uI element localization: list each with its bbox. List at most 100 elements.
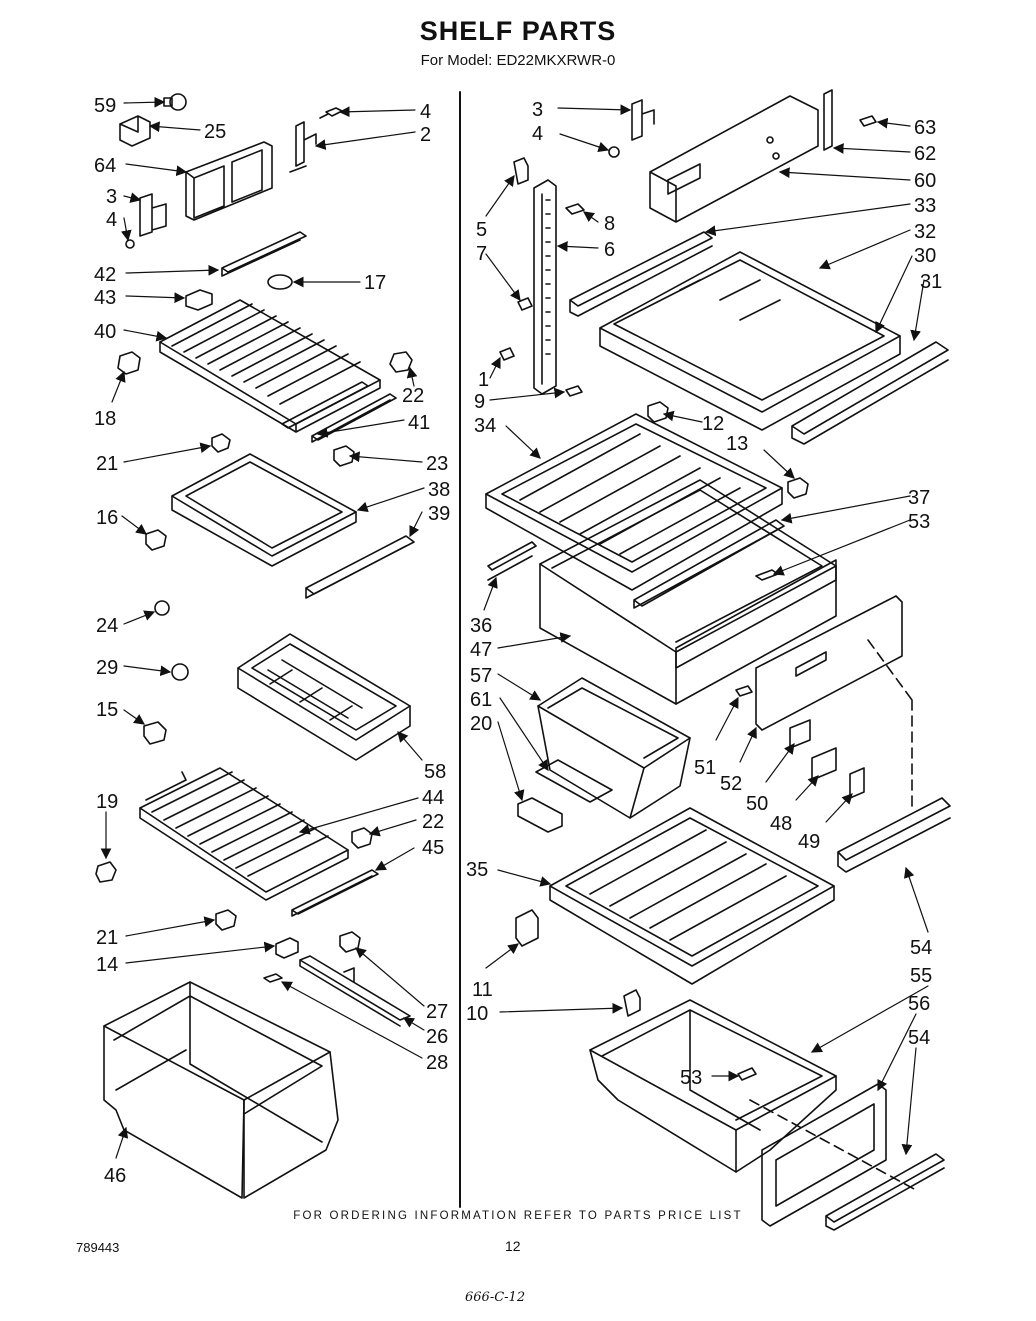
- page-title: SHELF PARTS: [419, 16, 617, 46]
- part-19: [95, 861, 117, 883]
- part-24: [154, 600, 170, 616]
- drawer-47: [539, 479, 837, 705]
- part-label: 20: [470, 713, 492, 735]
- part-label: 22: [402, 385, 424, 407]
- part-label: 22: [422, 811, 444, 833]
- part-label: 21: [96, 927, 118, 949]
- part-29: [171, 663, 189, 681]
- left-column-parts: [95, 93, 415, 1199]
- screw-left: [125, 239, 135, 249]
- clip-5: [513, 157, 529, 185]
- part-label: 29: [96, 657, 118, 679]
- part-label: 54: [908, 1027, 930, 1049]
- part-48: [811, 747, 837, 781]
- part-label: 38: [428, 479, 450, 501]
- part-label: 33: [914, 195, 936, 217]
- part-label: 42: [94, 264, 116, 286]
- wire-shelf-lower: [139, 767, 349, 901]
- part-13: [787, 477, 809, 499]
- ice-tray: [237, 633, 411, 761]
- wire-shelf-upper: [159, 299, 381, 433]
- part-label: 18: [94, 408, 116, 430]
- light-socket: [119, 115, 151, 147]
- part-label: 25: [204, 121, 226, 143]
- part-label: 64: [94, 155, 116, 177]
- alignment-line: [867, 639, 913, 811]
- part-label: 8: [604, 213, 615, 235]
- part-label: 50: [746, 793, 768, 815]
- screw-8: [565, 203, 585, 215]
- part-label: 39: [428, 503, 450, 525]
- light-housing: [185, 141, 273, 221]
- part-label: 37: [908, 487, 930, 509]
- crisper-bin-right: [589, 999, 837, 1173]
- part-label: 60: [914, 170, 936, 192]
- part-label: 54: [910, 937, 932, 959]
- clip: [267, 274, 293, 290]
- part-label: 19: [96, 791, 118, 813]
- part-label: 13: [726, 433, 748, 455]
- peg-53b: [737, 1067, 757, 1081]
- screw-4r: [608, 146, 620, 158]
- part-label: 47: [470, 639, 492, 661]
- right-part-labels: 3 4 63 62 60 5 8 7 6 33 32 30 31 1 9 12 …: [466, 99, 942, 1089]
- handwritten-note: 666-C-12: [465, 1290, 526, 1305]
- knob-22b: [351, 827, 373, 849]
- part-label: 36: [470, 615, 492, 637]
- front-panel: [755, 595, 903, 731]
- cylinder-14: [275, 937, 299, 959]
- page-number: 12: [505, 1238, 521, 1254]
- part-label: 52: [720, 773, 742, 795]
- part-label: 26: [426, 1026, 448, 1048]
- part-label: 9: [474, 391, 485, 413]
- part-label: 34: [474, 415, 496, 437]
- bracket-62: [823, 89, 833, 151]
- part-label: 31: [920, 271, 942, 293]
- plate-61: [535, 759, 613, 803]
- part-label: 1: [478, 369, 489, 391]
- rail-39: [305, 535, 415, 599]
- part-label: 15: [96, 699, 118, 721]
- part-50: [789, 719, 811, 749]
- rail-33: [569, 231, 713, 317]
- part-label: 17: [364, 272, 386, 294]
- vertical-rail-6: [533, 179, 557, 395]
- part-15: [143, 721, 167, 745]
- part-label: 35: [466, 859, 488, 881]
- bar-26: [299, 955, 411, 1027]
- part-label: 3: [532, 99, 543, 121]
- part-label: 24: [96, 615, 118, 637]
- part-label: 4: [420, 101, 431, 123]
- alignment-line-2: [749, 1099, 917, 1191]
- grid-shelf-lower: [549, 807, 835, 985]
- part-label: 48: [770, 813, 792, 835]
- part-label: 44: [422, 787, 444, 809]
- screw-9: [565, 385, 583, 397]
- part-label: 2: [420, 124, 431, 146]
- part-label: 5: [476, 219, 487, 241]
- part-label: 59: [94, 95, 116, 117]
- left-part-labels: 59 25 4 2 64 3 4 42 17 43 40 18 22 41 21…: [94, 95, 450, 1187]
- part-12: [647, 401, 669, 423]
- rail-45: [291, 869, 379, 917]
- part-label: 46: [104, 1165, 126, 1187]
- knob-21: [211, 433, 231, 453]
- part-label: 41: [408, 412, 430, 434]
- part-label: 10: [466, 1003, 488, 1025]
- part-label: 28: [426, 1052, 448, 1074]
- part-label: 23: [426, 453, 448, 475]
- part-label: 14: [96, 954, 118, 976]
- leader-lines: [100, 96, 929, 1159]
- part-label: 12: [702, 413, 724, 435]
- part-label: 53: [680, 1067, 702, 1089]
- meat-tray: [537, 677, 691, 819]
- part-36: [487, 541, 537, 581]
- light-bulb: [169, 93, 187, 111]
- rail-front: [221, 231, 307, 277]
- part-label: 58: [424, 761, 446, 783]
- part-label: 4: [532, 123, 543, 145]
- grid-shelf-upper: [485, 413, 783, 591]
- rail-54b: [825, 1153, 945, 1231]
- model-subtitle: For Model: ED22MKXRWR-0: [420, 52, 616, 69]
